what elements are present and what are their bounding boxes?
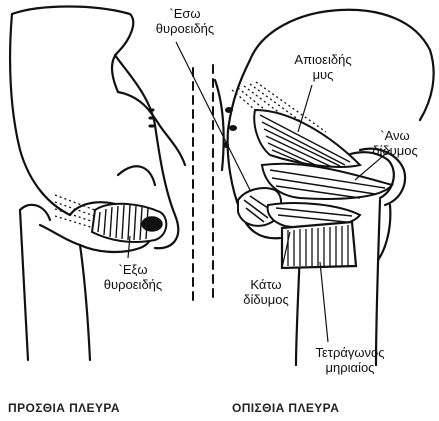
left-iliac-wing-outline xyxy=(12,7,133,93)
right-sacrum xyxy=(215,80,224,170)
quadratus-femoris-muscle xyxy=(282,222,356,268)
label-line: θυροειδής xyxy=(140,21,230,36)
external-obturator-label: `Εξω θυροειδής xyxy=(88,262,178,292)
label-line: θυροειδής xyxy=(88,277,178,292)
left-femur-shaft-l xyxy=(20,210,28,360)
right-iliac-inner xyxy=(228,60,250,210)
label-line: `Εξω xyxy=(88,262,178,277)
quadratus-femoris-label: Τετράγωνος μηριαίος xyxy=(290,345,410,375)
left-iliac-crest-inner xyxy=(118,92,185,165)
piriformis-label: Απιοειδής μυς xyxy=(268,52,378,82)
gemellus-superior-muscle xyxy=(262,164,392,199)
label-line: `Ανω xyxy=(360,128,430,143)
label-line: `Εσω xyxy=(140,6,230,21)
internal-obturator-label: `Εσω θυροειδής xyxy=(140,6,230,36)
label-line: δίδυμος xyxy=(360,143,430,158)
superior-gemellus-label: `Ανω δίδυμος xyxy=(360,128,430,158)
label-line: δίδυμος xyxy=(226,292,306,307)
right-femur-shaft-r xyxy=(376,200,380,365)
left-obturator-foramen xyxy=(118,166,155,185)
label-line: μυς xyxy=(268,67,378,82)
leader-quadratus-femoris xyxy=(320,262,328,342)
label-line: Κάτω xyxy=(226,277,306,292)
piriformis-muscle xyxy=(254,110,360,168)
front-view-caption: ΠΡΟΣΘΙΑ ΠΛΕΥΡΑ xyxy=(8,401,120,415)
label-line: Απιοειδής xyxy=(268,52,378,67)
inferior-gemellus-label: Κάτω δίδυμος xyxy=(226,277,306,307)
left-greater-trochanter xyxy=(20,205,50,220)
left-pelvis-edge xyxy=(10,14,70,215)
external-obturator-muscle xyxy=(92,204,166,242)
left-femur-neck xyxy=(40,225,80,245)
back-view-caption: ΟΠΙΣΘΙΑ ΠΛΕΥΡΑ xyxy=(232,401,339,415)
label-line: Τετράγωνος xyxy=(290,345,410,360)
label-line: μηριαίος xyxy=(290,360,410,375)
